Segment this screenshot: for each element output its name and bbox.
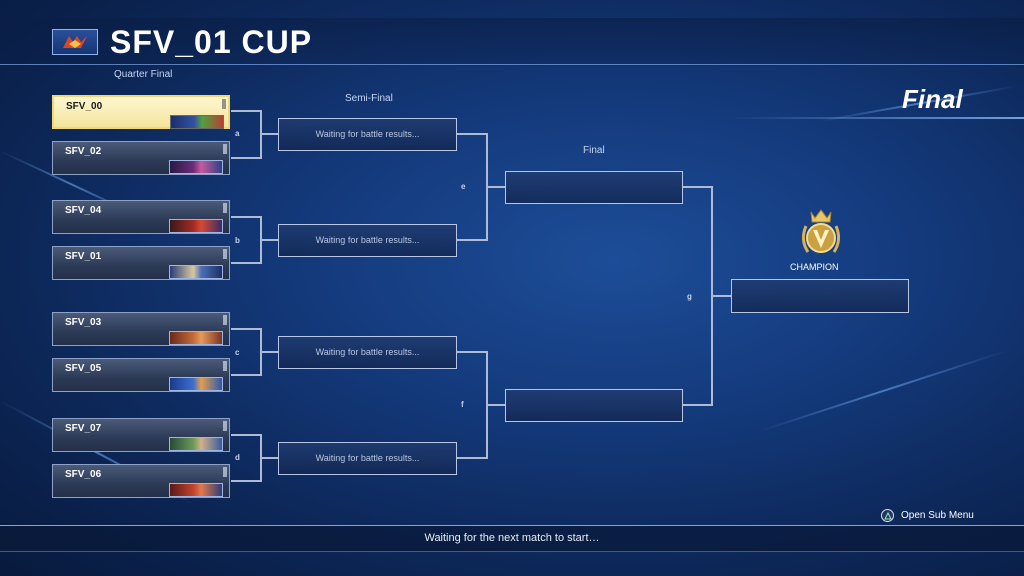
champion-slot[interactable] [731,279,909,313]
tournament-title: SFV_01 CUP [110,24,313,60]
rank-badge-icon [223,249,227,259]
champion-label: CHAMPION [790,262,839,272]
crown-v-emblem-icon [798,208,844,265]
character-portrait [169,483,223,497]
player-slot[interactable]: SFV_06 [52,464,230,498]
final-label: Final [583,145,605,156]
status-text: Waiting for the next match to start… [424,532,600,544]
rank-badge-icon [222,99,226,109]
semi-final-slot[interactable]: Waiting for battle results... [278,442,457,475]
status-bar: Waiting for the next match to start… [0,525,1024,552]
character-portrait [169,160,223,174]
waiting-text: Waiting for battle results... [315,453,420,463]
semi-final-label: Semi-Final [345,93,393,104]
match-letter-e: e [461,182,466,191]
semi-final-slot[interactable]: Waiting for battle results... [278,118,457,151]
player-slot[interactable]: SFV_00 [52,95,230,129]
match-letter-f: f [461,400,464,409]
final-round-title: Final [902,84,963,114]
match-letter-d: d [235,453,240,462]
player-name: SFV_04 [65,205,102,216]
sfv-logo-icon [52,29,98,55]
player-slot[interactable]: SFV_02 [52,141,230,175]
player-name: SFV_03 [65,317,102,328]
player-name: SFV_00 [66,101,103,112]
character-portrait [169,265,223,279]
player-name: SFV_02 [65,146,102,157]
semi-final-slot[interactable]: Waiting for battle results... [278,224,457,257]
rank-badge-icon [223,144,227,154]
rank-badge-icon [223,421,227,431]
character-portrait [169,437,223,451]
waiting-text: Waiting for battle results... [315,235,420,245]
player-slot[interactable]: SFV_05 [52,358,230,392]
player-name: SFV_07 [65,423,102,434]
character-portrait [170,115,224,129]
open-sub-menu-label: Open Sub Menu [901,510,974,521]
match-letter-c: c [235,348,240,357]
match-letter-g: g [687,292,692,301]
header-divider [0,64,1024,65]
player-slot[interactable]: SFV_07 [52,418,230,452]
player-name: SFV_06 [65,469,102,480]
player-slot[interactable]: SFV_04 [52,200,230,234]
match-letter-b: b [235,236,240,245]
character-portrait [169,219,223,233]
triangle-button-icon [881,509,894,522]
rank-badge-icon [223,315,227,325]
header-bar [0,18,1024,66]
player-slot[interactable]: SFV_01 [52,246,230,280]
character-portrait [169,377,223,391]
character-portrait [169,331,223,345]
waiting-text: Waiting for battle results... [315,129,420,139]
player-name: SFV_05 [65,363,102,374]
rank-badge-icon [223,203,227,213]
semi-final-slot[interactable]: Waiting for battle results... [278,336,457,369]
rank-badge-icon [223,467,227,477]
rank-badge-icon [223,361,227,371]
final-title-band [730,117,1024,119]
quarter-final-label: Quarter Final [114,69,173,80]
player-name: SFV_01 [65,251,102,262]
final-slot[interactable] [505,171,683,204]
final-slot[interactable] [505,389,683,422]
player-slot[interactable]: SFV_03 [52,312,230,346]
waiting-text: Waiting for battle results... [315,347,420,357]
match-letter-a: a [235,129,240,138]
